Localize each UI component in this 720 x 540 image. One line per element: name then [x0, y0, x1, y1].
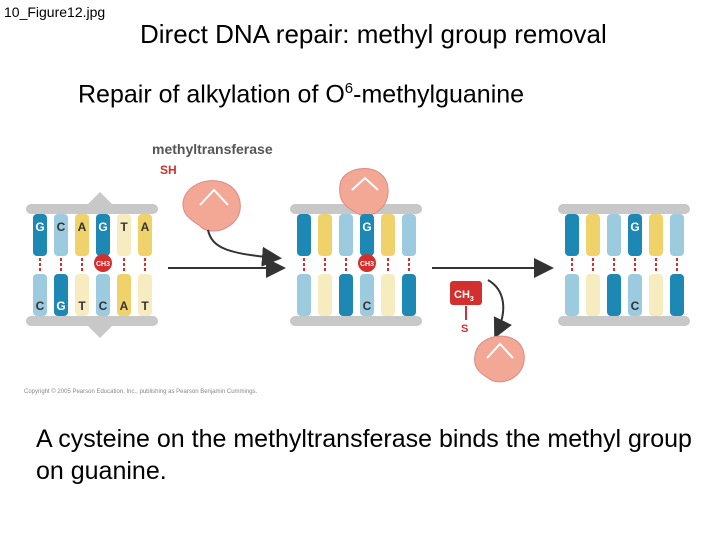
backbone-top: [26, 204, 158, 214]
bottom-base-3: [360, 274, 374, 316]
bottom-base-label: G: [56, 299, 65, 313]
file-label: 10_Figure12.jpg: [4, 4, 106, 20]
bottom-base-5: [138, 274, 152, 316]
top-base-3: [96, 214, 110, 256]
release-arrow: [487, 279, 512, 339]
top-base-1: [586, 214, 600, 256]
bottom-base-2: [607, 274, 621, 316]
top-base-label: G: [362, 220, 371, 234]
enzyme-released: [474, 335, 525, 383]
top-base-2: [339, 214, 353, 256]
dna-panel-bound: G C CH3: [290, 168, 422, 326]
bottom-base-0: [33, 274, 47, 316]
bottom-base-3: [628, 274, 642, 316]
top-base-label: A: [78, 220, 87, 234]
bottom-base-1: [318, 274, 332, 316]
caption: A cysteine on the methyltransferase bind…: [36, 425, 692, 485]
top-base-4: [117, 214, 131, 256]
top-base-label: G: [35, 220, 44, 234]
bottom-base-label: C: [36, 299, 45, 313]
methyl-group: [358, 254, 376, 272]
bottom-base-4: [649, 274, 663, 316]
top-base-5: [138, 214, 152, 256]
bottom-base-4: [117, 274, 131, 316]
top-base-label: C: [57, 220, 66, 234]
sh-label: SH: [160, 163, 177, 177]
bottom-base-4: [381, 274, 395, 316]
top-base-3: [628, 214, 642, 256]
bottom-base-5: [670, 274, 684, 316]
top-base-3: [360, 214, 374, 256]
methyl-label: CH3: [96, 261, 110, 268]
bottom-base-label: C: [363, 299, 372, 313]
top-base-0: [33, 214, 47, 256]
slide-title: Direct DNA repair: methyl group removal: [140, 19, 607, 49]
bottom-base-label: C: [99, 299, 108, 313]
bottom-base-3: [96, 274, 110, 316]
bottom-base-0: [297, 274, 311, 316]
svg-text:CH3: CH3: [454, 289, 474, 303]
bottom-base-1: [586, 274, 600, 316]
s-label: S: [461, 323, 468, 335]
top-base-1: [54, 214, 68, 256]
enzyme-label: methyltransferase: [152, 141, 273, 157]
methyl-group: [94, 254, 112, 272]
subtitle-prefix: Repair of alkylation of O: [78, 80, 345, 109]
methyl-label-released: CH: [454, 289, 470, 301]
top-base-2: [75, 214, 89, 256]
top-base-0: [297, 214, 311, 256]
bottom-base-2: [75, 274, 89, 316]
released-methyl: CH3 S: [450, 281, 482, 335]
top-base-4: [381, 214, 395, 256]
top-base-0: [565, 214, 579, 256]
top-base-5: [402, 214, 416, 256]
top-base-label: T: [120, 220, 128, 234]
bottom-base-label: T: [78, 299, 86, 313]
bottom-base-label: C: [631, 299, 640, 313]
top-base-5: [670, 214, 684, 256]
subtitle-suffix: -methylguanine: [353, 80, 525, 109]
bottom-base-5: [402, 274, 416, 316]
bottom-base-0: [565, 274, 579, 316]
binding-arrow: [207, 229, 282, 267]
bottom-base-1: [54, 274, 68, 316]
top-base-2: [607, 214, 621, 256]
copyright-text: Copyright © 2005 Pearson Education, Inc.…: [24, 388, 258, 395]
top-base-label: G: [98, 220, 107, 234]
top-base-1: [318, 214, 332, 256]
bottom-base-label: T: [141, 299, 149, 313]
subtitle-superscript: 6: [344, 80, 354, 97]
top-base-label: A: [141, 220, 150, 234]
backbone-bottom: [26, 316, 158, 326]
top-base-label: G: [630, 220, 639, 234]
dna-panel-repaired: GC: [558, 204, 690, 326]
top-base-4: [649, 214, 663, 256]
enzyme-free: [182, 180, 241, 232]
bottom-base-label: A: [120, 299, 129, 313]
methyl-sub-released: 3: [470, 296, 474, 303]
enzyme-bound: [339, 168, 389, 217]
bottom-base-2: [339, 274, 353, 316]
methyl-label: CH3: [360, 261, 374, 268]
slide-subtitle: Repair of alkylation of O6-methylguanine: [78, 80, 524, 109]
